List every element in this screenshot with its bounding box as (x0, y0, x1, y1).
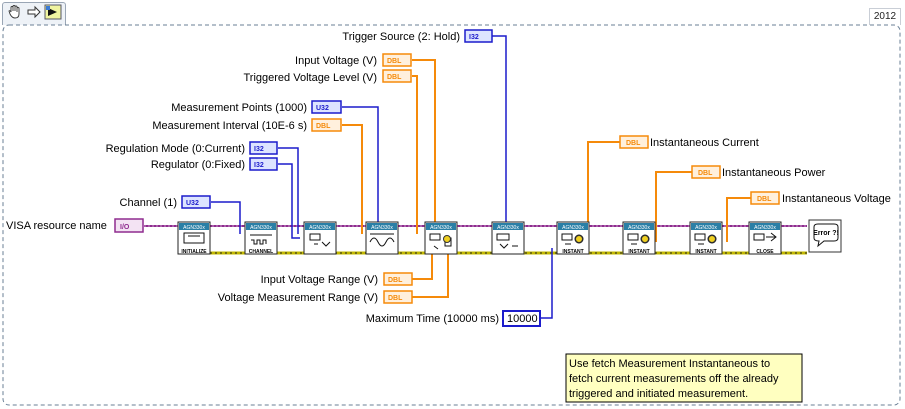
subvi-name-label: INSTANT (628, 249, 649, 255)
instantaneous-voltage-indicator[interactable]: DBL Instantaneous Voltage (750, 191, 891, 205)
run-icon[interactable] (44, 3, 62, 21)
subvi-header-label: AGN330x (695, 225, 717, 231)
measurement-interval-type: DBL (316, 123, 331, 130)
input-voltage-range-label: Input Voltage Range (V) (261, 274, 378, 286)
trigger-source-label: Trigger Source (2: Hold) (342, 31, 460, 43)
measurement-interval-control[interactable]: Measurement Interval (10E-6 s) DBL (152, 118, 342, 132)
measurement-interval-label: Measurement Interval (10E-6 s) (152, 120, 307, 132)
subvi-glyph-icon (496, 233, 518, 249)
subvi-name-label: INITIALIZE (181, 249, 207, 255)
maximum-time-label: Maximum Time (10000 ms) (366, 313, 499, 325)
measure-dot-icon (641, 235, 649, 243)
subvi-glyph-icon (250, 234, 272, 245)
subvi-header-label: AGN330x (371, 225, 393, 231)
input-voltage-range-control[interactable]: Input Voltage Range (V) DBL (261, 272, 413, 286)
dbl-wires (342, 59, 751, 298)
input-voltage-label: Input Voltage (V) (295, 55, 377, 67)
visa-resource-control[interactable]: VISA resource name I/O (6, 218, 144, 233)
subvi-header-label: AGN330x (250, 225, 272, 231)
subvi-glyph-icon (753, 232, 777, 242)
regulation-mode-type: I32 (254, 146, 264, 153)
channel-label: Channel (1) (120, 197, 177, 209)
trigger-source-type: I32 (469, 34, 479, 41)
comment-line-1: Use fetch Measurement Instantaneous to (569, 358, 770, 370)
error-handler-node[interactable]: Error ?! (808, 219, 842, 253)
input-voltage-range-type: DBL (388, 277, 403, 284)
voltage-measurement-range-label: Voltage Measurement Range (V) (218, 292, 378, 304)
subvi-header-label: AGN330x (430, 225, 452, 231)
voltage-measurement-range-type: DBL (388, 295, 403, 302)
subvi-name-label: INSTANT (562, 249, 583, 255)
subvi-header-label: AGN330x (309, 225, 331, 231)
subvi-name-label: INSTANT (695, 249, 716, 255)
channel-control[interactable]: Channel (1) U32 (120, 195, 211, 209)
measure-dot-icon (443, 235, 451, 243)
subvi-name-label: CLOSE (756, 249, 774, 255)
subvi-glyph-icon (309, 233, 331, 247)
subvi-header-label: AGN330x (562, 225, 584, 231)
maximum-time-value: 10000 (507, 313, 538, 325)
triggered-voltage-level-label: Triggered Voltage Level (V) (244, 72, 378, 84)
regulation-mode-label: Regulation Mode (0:Current) (106, 143, 245, 155)
hand-tool-icon[interactable] (6, 3, 24, 21)
trigger-source-control[interactable]: Trigger Source (2: Hold) I32 (342, 29, 493, 43)
instantaneous-power-label: Instantaneous Power (722, 167, 826, 179)
version-label: 2012 (869, 8, 901, 25)
instantaneous-voltage-type: DBL (757, 196, 772, 203)
input-voltage-type: DBL (387, 58, 402, 65)
measurement-points-type: U32 (316, 105, 329, 112)
instantaneous-power-type: DBL (698, 170, 713, 177)
instantaneous-voltage-label: Instantaneous Voltage (782, 193, 891, 205)
diagram-frame (2, 24, 901, 406)
instantaneous-current-indicator[interactable]: DBL Instantaneous Current (619, 135, 759, 149)
arrow-tool-icon[interactable] (25, 3, 43, 21)
toolbar: 2012 (0, 0, 905, 25)
comment-line-3: triggered and initiated measurement. (569, 388, 748, 400)
maximum-time-constant[interactable]: Maximum Time (10000 ms) 10000 (366, 310, 541, 327)
subvi-header-label: AGN330x (628, 225, 650, 231)
instantaneous-current-label: Instantaneous Current (650, 137, 759, 149)
measurement-points-control[interactable]: Measurement Points (1000) U32 (171, 100, 342, 114)
visa-resource-label: VISA resource name (6, 220, 107, 232)
regulation-mode-control[interactable]: Regulation Mode (0:Current) I32 (106, 141, 278, 155)
measure-dot-icon (575, 235, 583, 243)
block-diagram[interactable]: Trigger Source (2: Hold) I32 Input Volta… (2, 24, 902, 406)
regulator-control[interactable]: Regulator (0:Fixed) I32 (151, 157, 278, 171)
instantaneous-power-indicator[interactable]: DBL Instantaneous Power (691, 165, 826, 179)
measurement-points-label: Measurement Points (1000) (171, 102, 307, 114)
subvi-header-label: AGN330x (497, 225, 519, 231)
voltage-measurement-range-control[interactable]: Voltage Measurement Range (V) DBL (218, 290, 413, 304)
subvi-header-label: AGN330x (183, 225, 205, 231)
subvi-name-label: CHANNEL (249, 249, 273, 255)
channel-type: U32 (186, 200, 199, 207)
subvi-glyph-icon (183, 232, 205, 244)
int-wires (211, 35, 553, 319)
subvi-glyph-icon (369, 233, 395, 247)
input-voltage-control[interactable]: Input Voltage (V) DBL (295, 53, 412, 67)
instantaneous-current-type: DBL (626, 140, 641, 147)
subvi-regulation[interactable]: AGN330x (303, 221, 337, 255)
subvi-header-label: AGN330x (754, 225, 776, 231)
subvi-initiate[interactable]: AGN330x (491, 221, 525, 255)
regulator-type: I32 (254, 162, 264, 169)
regulator-label: Regulator (0:Fixed) (151, 159, 245, 171)
error-handler-label: Error ?! (813, 230, 839, 237)
triggered-voltage-level-control[interactable]: Triggered Voltage Level (V) DBL (244, 69, 412, 84)
visa-resource-type: I/O (120, 224, 130, 231)
comment-line-2: fetch current measurements off the alrea… (569, 373, 779, 385)
subvi-trigger[interactable]: AGN330x (424, 221, 458, 255)
triggered-voltage-level-type: DBL (387, 74, 402, 81)
subvi-sample[interactable]: AGN330x (365, 221, 399, 255)
measure-dot-icon (708, 235, 716, 243)
comment-box: Use fetch Measurement Instantaneous to f… (565, 353, 803, 403)
